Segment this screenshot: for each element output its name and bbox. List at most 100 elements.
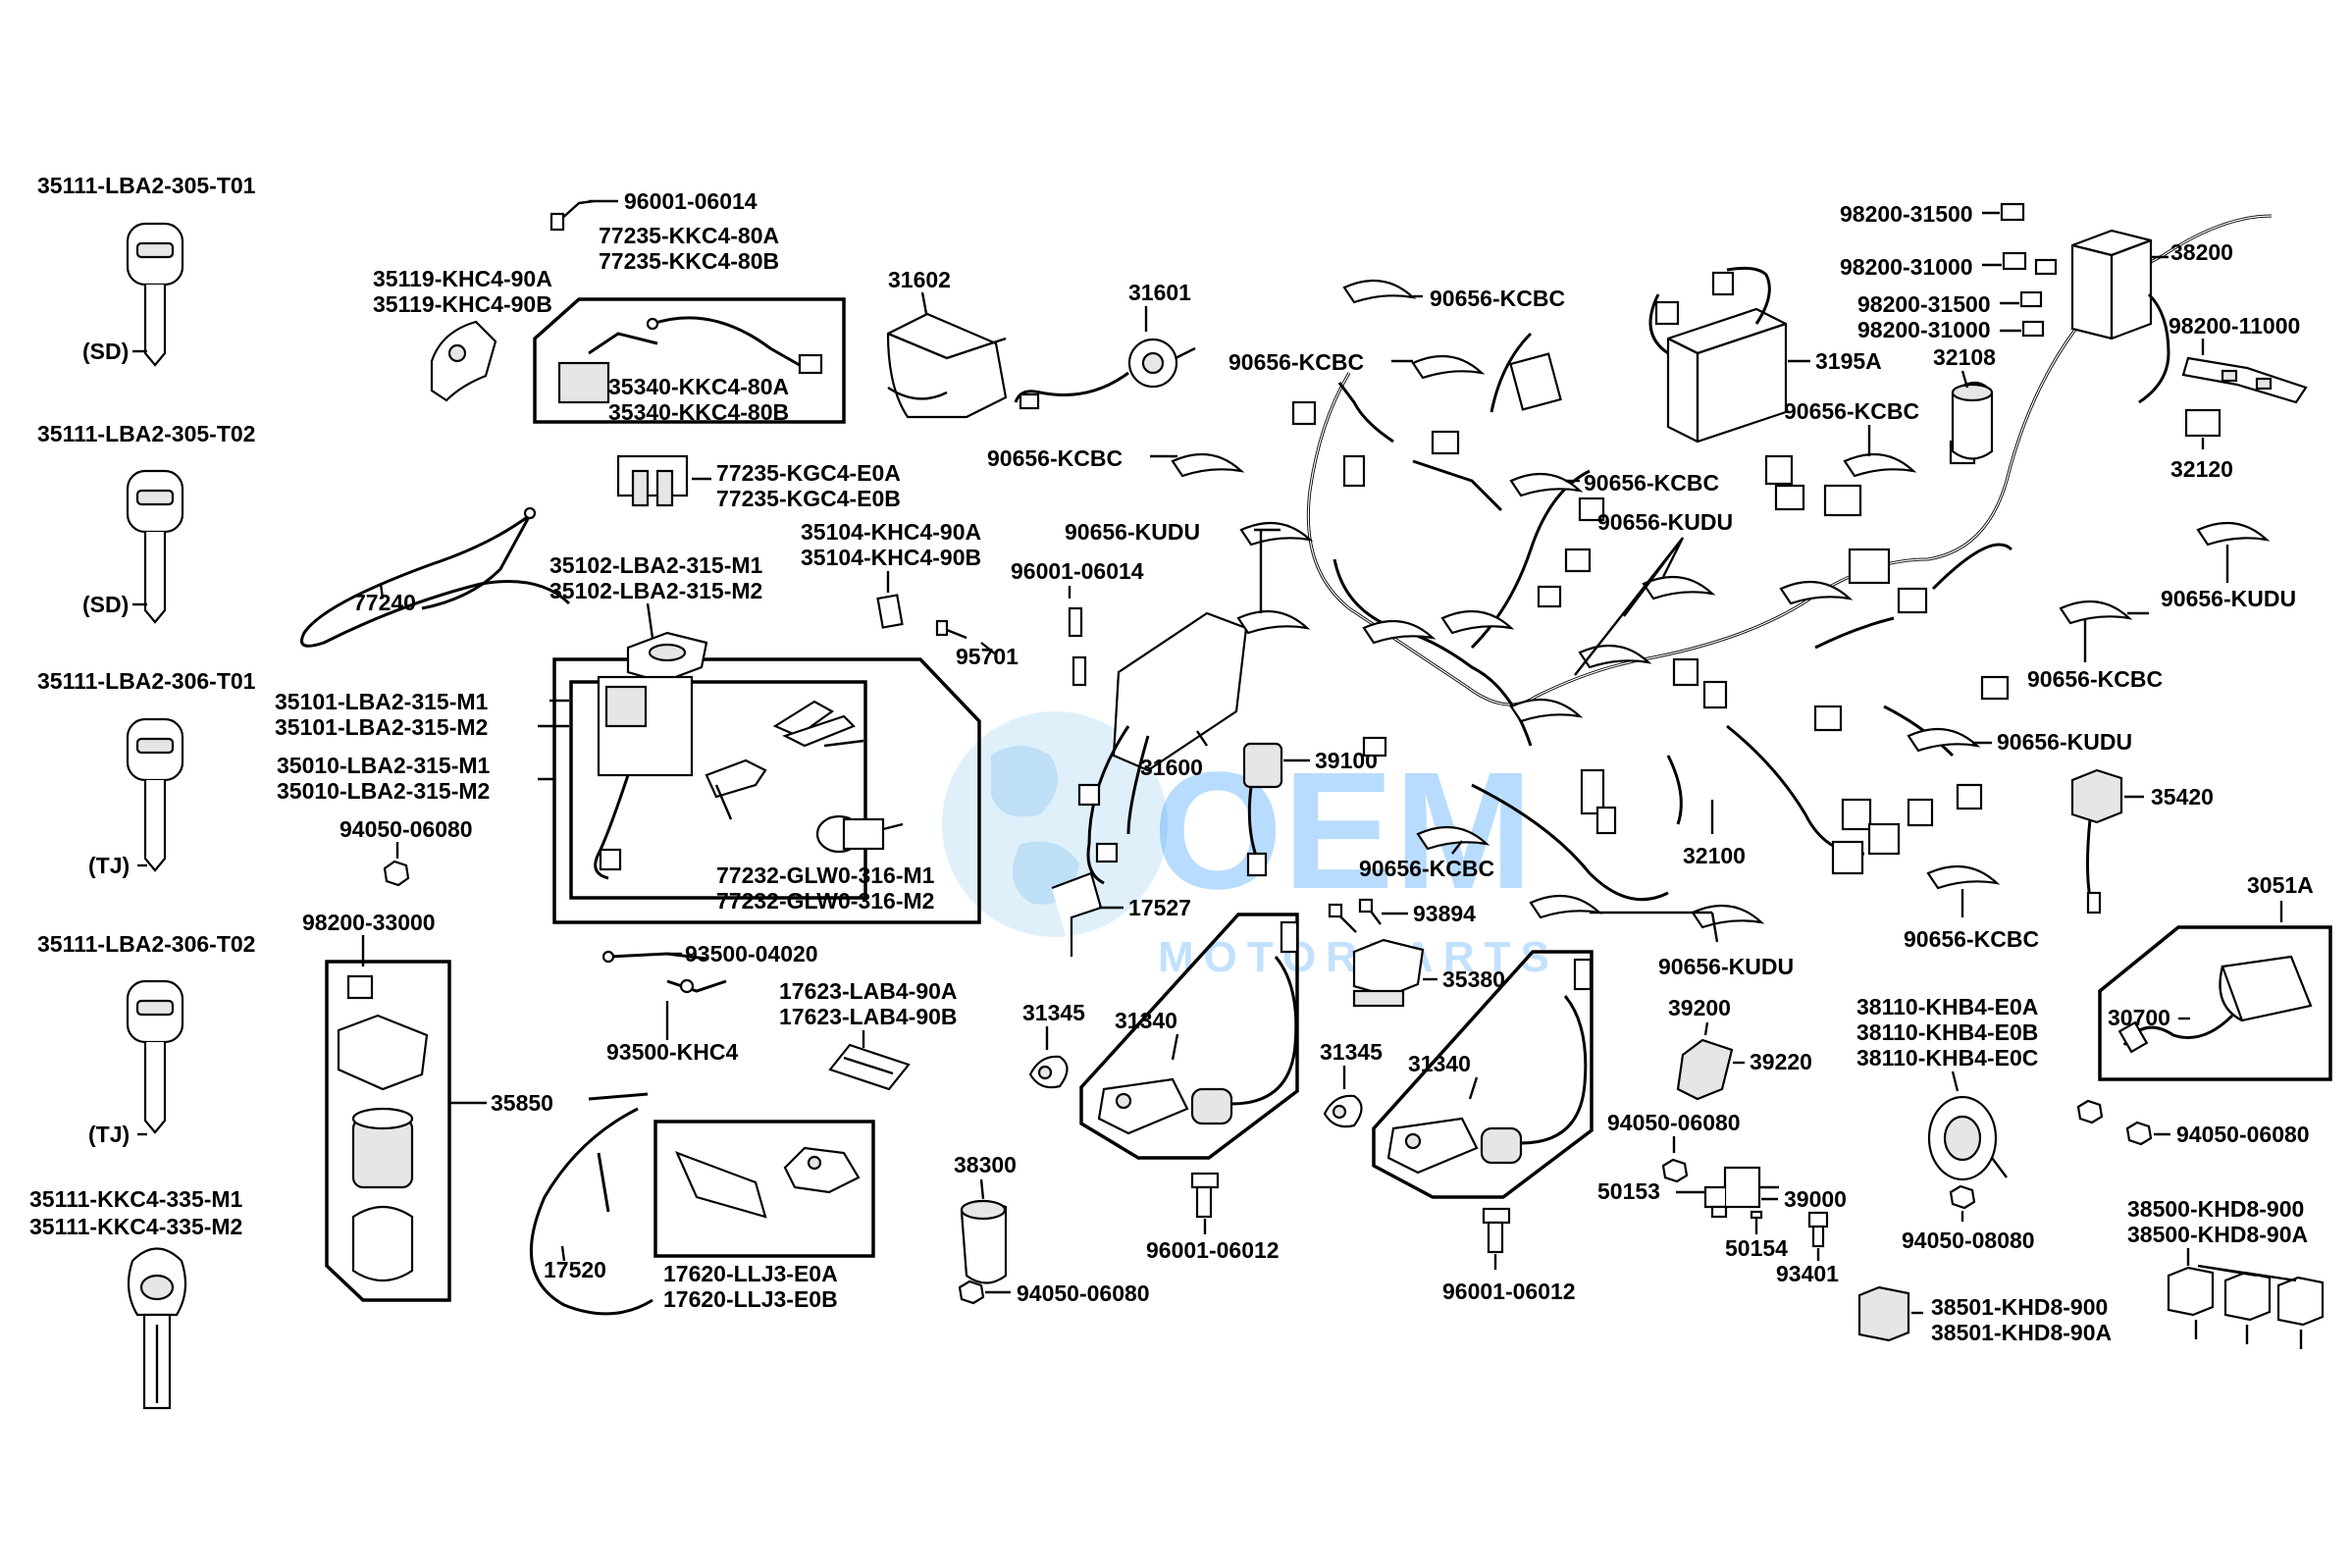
- spacer-31345-b[interactable]: [1323, 1094, 1363, 1128]
- label-35420: 35420: [2151, 784, 2214, 810]
- label-17620-e0a: 17620-LLJ3-E0A: [663, 1261, 838, 1286]
- label-94050-06080-mid: 94050-06080: [1607, 1110, 1741, 1135]
- bolt-95701[interactable]: [935, 619, 997, 655]
- relay-39100[interactable]: [1242, 742, 1283, 877]
- bolts-96001-06014-mid[interactable]: [1068, 606, 1087, 687]
- connector-32120[interactable]: [2184, 408, 2221, 438]
- sensor-31340-b[interactable]: [1386, 958, 1593, 1175]
- label-96001-06012-a: 96001-06012: [1146, 1237, 1280, 1263]
- nut-94050-right[interactable]: [2076, 1099, 2153, 1146]
- lock-cylinder-77232[interactable]: [815, 814, 904, 854]
- bolt-96001-06012-b[interactable]: [1482, 1207, 1511, 1254]
- bolt-93401[interactable]: [1807, 1211, 1829, 1248]
- label-17623-90a: 17623-LAB4-90A: [779, 978, 958, 1004]
- nut-94050-left[interactable]: [383, 860, 410, 887]
- sensor-31340-a[interactable]: [1097, 920, 1299, 1135]
- label-35104-90b: 35104-KHC4-90B: [801, 545, 981, 570]
- label-38501-90a: 38501-KHD8-90A: [1931, 1320, 2112, 1345]
- solenoid-39000[interactable]: [1703, 1166, 1779, 1219]
- relay-32108[interactable]: [1951, 381, 1994, 460]
- fuel-unit-38300[interactable]: [960, 1199, 1008, 1284]
- label-90656-kcbc-3: 90656-KCBC: [987, 445, 1123, 471]
- label-39000: 39000: [1784, 1186, 1847, 1212]
- switch-assy-35340[interactable]: [557, 316, 823, 404]
- relays-38500[interactable]: [2167, 1266, 2325, 1349]
- harness-clips[interactable]: [1171, 279, 2271, 929]
- key-1-icon[interactable]: [126, 222, 184, 367]
- cable-17520[interactable]: [529, 1092, 653, 1316]
- label-96001-06014-mid: 96001-06014: [1011, 558, 1144, 584]
- label-35101-m1: 35101-LBA2-315-M1: [275, 689, 489, 714]
- bolts-93894[interactable]: [1328, 898, 1382, 933]
- label-90656-kcbc-6: 90656-KCBC: [2027, 666, 2163, 692]
- regulator-35420[interactable]: [2070, 768, 2123, 915]
- cdi-unit-31600[interactable]: [1077, 611, 1248, 885]
- label-35101-m2: 35101-LBA2-315-M2: [275, 714, 488, 740]
- clip-35104[interactable]: [876, 594, 904, 629]
- label-35380: 35380: [1442, 967, 1505, 992]
- horn-38110[interactable]: [1927, 1095, 2008, 1181]
- key-3-icon[interactable]: [126, 717, 184, 872]
- cable-set-17620[interactable]: [674, 1146, 861, 1219]
- fuse-box-38200[interactable]: [2070, 229, 2170, 404]
- label-35850: 35850: [491, 1090, 553, 1116]
- label-key-tj-2: (TJ): [88, 1122, 130, 1147]
- nut-94050-38300[interactable]: [958, 1280, 985, 1305]
- label-90656-kcbc-8: 90656-KCBC: [1904, 926, 2039, 952]
- box-ignition-35010: [552, 657, 981, 924]
- label-32108: 32108: [1933, 344, 1996, 370]
- key-4-icon[interactable]: [126, 979, 184, 1134]
- nut-94050-mid[interactable]: [1661, 1158, 1689, 1183]
- relay-39220[interactable]: [1676, 1038, 1734, 1101]
- relay-35380[interactable]: [1352, 938, 1425, 1008]
- label-38500-90a: 38500-KHD8-90A: [2127, 1222, 2308, 1247]
- bracket-77235-kgc4[interactable]: [616, 454, 689, 507]
- main-wire-harness-32100[interactable]: [1291, 214, 2273, 902]
- bolt-96001-06012-a[interactable]: [1190, 1172, 1220, 1219]
- cover-31602[interactable]: [886, 312, 1008, 419]
- label-17623-90b: 17623-LAB4-90B: [779, 1004, 958, 1029]
- label-77235-kkc4-80b: 77235-KKC4-80B: [599, 248, 779, 274]
- ignition-coil-30700[interactable]: [2117, 955, 2313, 1054]
- label-77232-m1: 77232-GLW0-316-M1: [716, 862, 935, 888]
- label-35119-khc4-90a: 35119-KHC4-90A: [373, 266, 552, 291]
- label-77235-kgc4-e0b: 77235-KGC4-E0B: [716, 486, 901, 511]
- bracket-17623[interactable]: [828, 1043, 911, 1091]
- label-90656-kcbc-4: 90656-KCBC: [1584, 470, 1719, 496]
- label-38110-e0c: 38110-KHB4-E0C: [1856, 1045, 2038, 1071]
- label-35104-90a: 35104-KHC4-90A: [801, 519, 981, 545]
- ignition-switch-35102[interactable]: [594, 631, 708, 880]
- key-5-icon[interactable]: [127, 1247, 187, 1410]
- fuses-98200[interactable]: [2000, 202, 2058, 338]
- bolt-96001-06014-top[interactable]: [549, 199, 595, 232]
- label-31345-a: 31345: [1022, 1000, 1085, 1025]
- group-top-right: 3195A 98200-31500 98200-31000 98200-3150…: [1597, 201, 2332, 1349]
- relay-38501[interactable]: [1857, 1285, 1910, 1342]
- box-17620: [653, 1120, 875, 1258]
- label-31600: 31600: [1140, 755, 1203, 780]
- bracket-35119[interactable]: [430, 320, 497, 402]
- cable-77240[interactable]: [300, 506, 571, 648]
- label-key-2: 35111-LBA2-305-T02: [37, 421, 255, 446]
- label-35010-m1: 35010-LBA2-315-M1: [277, 753, 491, 778]
- label-93500-khc4: 93500-KHC4: [606, 1039, 738, 1065]
- label-31602: 31602: [888, 267, 951, 292]
- label-90656-kudu-4: 90656-KUDU: [1997, 729, 2132, 755]
- label-94050-08080: 94050-08080: [1902, 1228, 2035, 1253]
- key-set-35010[interactable]: [705, 700, 864, 820]
- label-98200-11000: 98200-11000: [2169, 313, 2300, 339]
- label-90656-kcbc-2: 90656-KCBC: [1228, 349, 1364, 375]
- label-key-5a: 35111-KKC4-335-M1: [29, 1186, 243, 1212]
- spacer-31345-a[interactable]: [1028, 1055, 1069, 1089]
- fuse-holder-98200-11000[interactable]: [2181, 356, 2308, 404]
- switch-31601[interactable]: [1014, 338, 1196, 410]
- label-17527: 17527: [1128, 895, 1191, 920]
- label-98200-31500-a: 98200-31500: [1840, 201, 1973, 227]
- label-32120: 32120: [2170, 456, 2233, 482]
- nut-94050-08080[interactable]: [1949, 1184, 1976, 1210]
- key-2-icon[interactable]: [126, 469, 184, 624]
- starter-relay-35850[interactable]: [337, 974, 429, 1281]
- ecu-3195a[interactable]: [1648, 266, 1788, 444]
- label-77240: 77240: [353, 590, 416, 615]
- screw-50154[interactable]: [1750, 1210, 1763, 1234]
